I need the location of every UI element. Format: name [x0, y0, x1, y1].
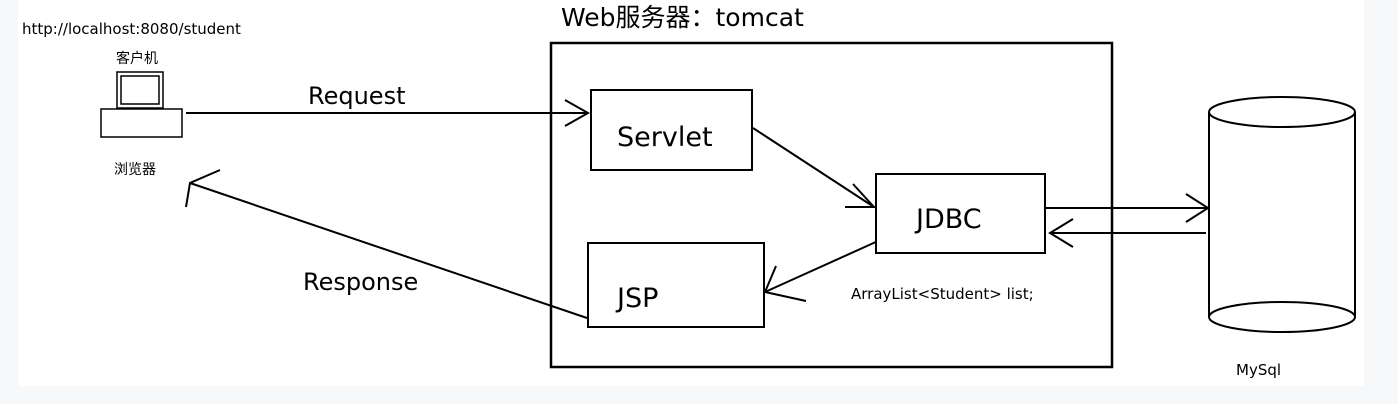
jdbc-box: JDBC [875, 173, 1046, 254]
response-arrow [185, 169, 588, 319]
computer-icon [100, 71, 183, 138]
response-label: Response [303, 268, 419, 296]
servlet-label: Servlet [617, 122, 713, 153]
servlet-to-jdbc-arrow [752, 127, 877, 208]
client-bottom-label: 浏览器 [114, 162, 156, 178]
jsp-box: JSP [587, 242, 765, 328]
servlet-box: Servlet [590, 89, 753, 171]
server-title: Web服务器：tomcat [561, 3, 804, 32]
jdbc-label: JDBC [916, 204, 982, 235]
database-cylinder [1208, 96, 1356, 333]
request-label: Request [308, 82, 406, 110]
mysql-to-jdbc-arrow [1048, 218, 1206, 248]
client-top-label: 客户机 [116, 51, 158, 67]
request-arrow [186, 99, 591, 127]
jsp-label: JSP [617, 283, 659, 314]
client-url: http://localhost:8080/student [22, 20, 241, 38]
server-container [549, 41, 1114, 369]
code-note: ArrayList<Student> list; [851, 285, 1034, 303]
database-label: MySql [1236, 361, 1282, 379]
jdbc-to-jsp-arrow [763, 240, 879, 302]
jdbc-to-mysql-arrow [1045, 193, 1210, 223]
